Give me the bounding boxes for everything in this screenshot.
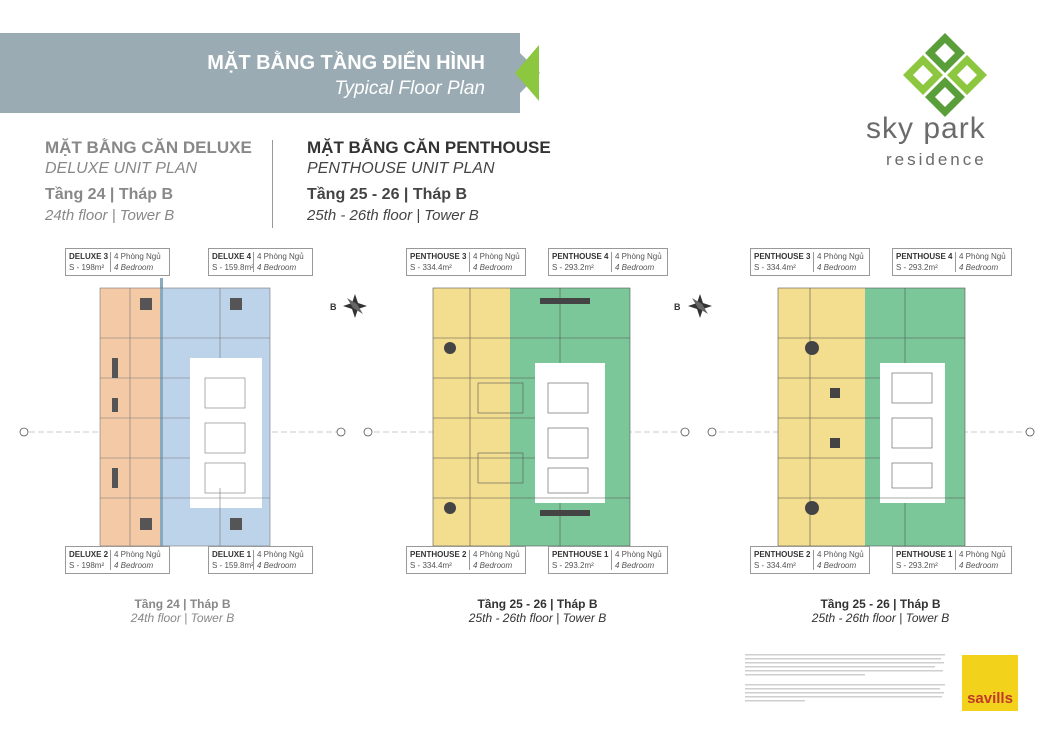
unit-label-penthouse-2: PENTHOUSE 2 S - 334.4m² 4 Phòng Ngủ 4 Be…: [406, 546, 526, 574]
plan-caption-penthouse-1: Tầng 25 - 26 | Tháp B 25th - 26th floor …: [468, 597, 607, 625]
deluxe-title-vi: MẶT BẰNG CĂN DELUXE: [45, 138, 252, 157]
unit-label-penthouse-4-alt: PENTHOUSE 4 S - 293.2m² 4 Phòng Ngủ 4 Be…: [892, 248, 1012, 276]
unit-label-penthouse-4: PENTHOUSE 4 S - 293.2m² 4 Phòng Ngủ 4 Be…: [548, 248, 668, 276]
brand-sub: residence: [886, 150, 987, 169]
plan-caption-penthouse-2: Tầng 25 - 26 | Tháp B 25th - 26th floor …: [811, 597, 950, 625]
savills-logo-text: savills: [967, 690, 1013, 707]
deluxe-title-en: DELUXE UNIT PLAN: [45, 160, 198, 177]
floor-plans-drawing: B B: [19, 278, 1035, 558]
deluxe-floor-plan: [99, 278, 271, 558]
deluxe-heading: MẶT BẰNG CĂN DELUXE DELUXE UNIT PLAN Tần…: [45, 138, 252, 224]
chevron-left-icon: [515, 45, 539, 101]
penthouse-heading: MẶT BẰNG CĂN PENTHOUSE PENTHOUSE UNIT PL…: [307, 138, 551, 224]
unit-label-penthouse-2-alt: PENTHOUSE 2 S - 334.4m² 4 Phòng Ngủ 4 Be…: [750, 546, 870, 574]
unit-label-penthouse-3: PENTHOUSE 3 S - 334.4m² 4 Phòng Ngủ 4 Be…: [406, 248, 526, 276]
unit-label-penthouse-1: PENTHOUSE 1 S - 293.2m² 4 Phòng Ngủ 4 Be…: [548, 546, 668, 574]
penthouse-title-en: PENTHOUSE UNIT PLAN: [307, 160, 495, 177]
unit-label-deluxe-1: DELUXE 1 S - 159.8m² 4 Phòng Ngủ 4 Bedro…: [208, 546, 313, 574]
svg-text:B: B: [330, 302, 337, 312]
skypark-logo-icon: [903, 33, 987, 117]
unit-label-deluxe-3: DELUXE 3 S - 198m² 4 Phòng Ngủ 4 Bedroom: [65, 248, 170, 276]
page-title: MẶT BẰNG TẦNG ĐIỂN HÌNH: [207, 52, 485, 74]
deluxe-floor-vi: Tầng 24 | Tháp B: [45, 186, 174, 203]
unit-label-deluxe-4: DELUXE 4 S - 159.8m² 4 Phòng Ngủ 4 Bedro…: [208, 248, 313, 276]
deluxe-floor-en: 24th floor | Tower B: [45, 207, 175, 224]
compass-icon: [343, 294, 367, 318]
penthouse-title-vi: MẶT BẰNG CĂN PENTHOUSE: [307, 138, 551, 157]
disclaimer-text: [745, 654, 945, 702]
penthouse-floor-vi: Tầng 25 - 26 | Tháp B: [307, 186, 468, 203]
unit-label-penthouse-1-alt: PENTHOUSE 1 S - 293.2m² 4 Phòng Ngủ 4 Be…: [892, 546, 1012, 574]
compass-icon: [688, 294, 712, 318]
penthouse-floor-en: 25th - 26th floor | Tower B: [307, 207, 479, 224]
page-subtitle: Typical Floor Plan: [334, 78, 485, 99]
header-banner: [0, 33, 520, 113]
plan-caption-deluxe: Tầng 24 | Tháp B 24th floor | Tower B: [130, 597, 235, 625]
unit-label-penthouse-3-alt: PENTHOUSE 3 S - 334.4m² 4 Phòng Ngủ 4 Be…: [750, 248, 870, 276]
penthouse-floor-plan-2: [777, 287, 966, 547]
savills-logo: [962, 655, 1018, 711]
brand-name: sky park: [866, 112, 986, 145]
heading-divider: [272, 140, 273, 228]
penthouse-floor-plan-1: [432, 287, 631, 547]
unit-label-deluxe-2: DELUXE 2 S - 198m² 4 Phòng Ngủ 4 Bedroom: [65, 546, 170, 574]
svg-text:B: B: [674, 302, 681, 312]
